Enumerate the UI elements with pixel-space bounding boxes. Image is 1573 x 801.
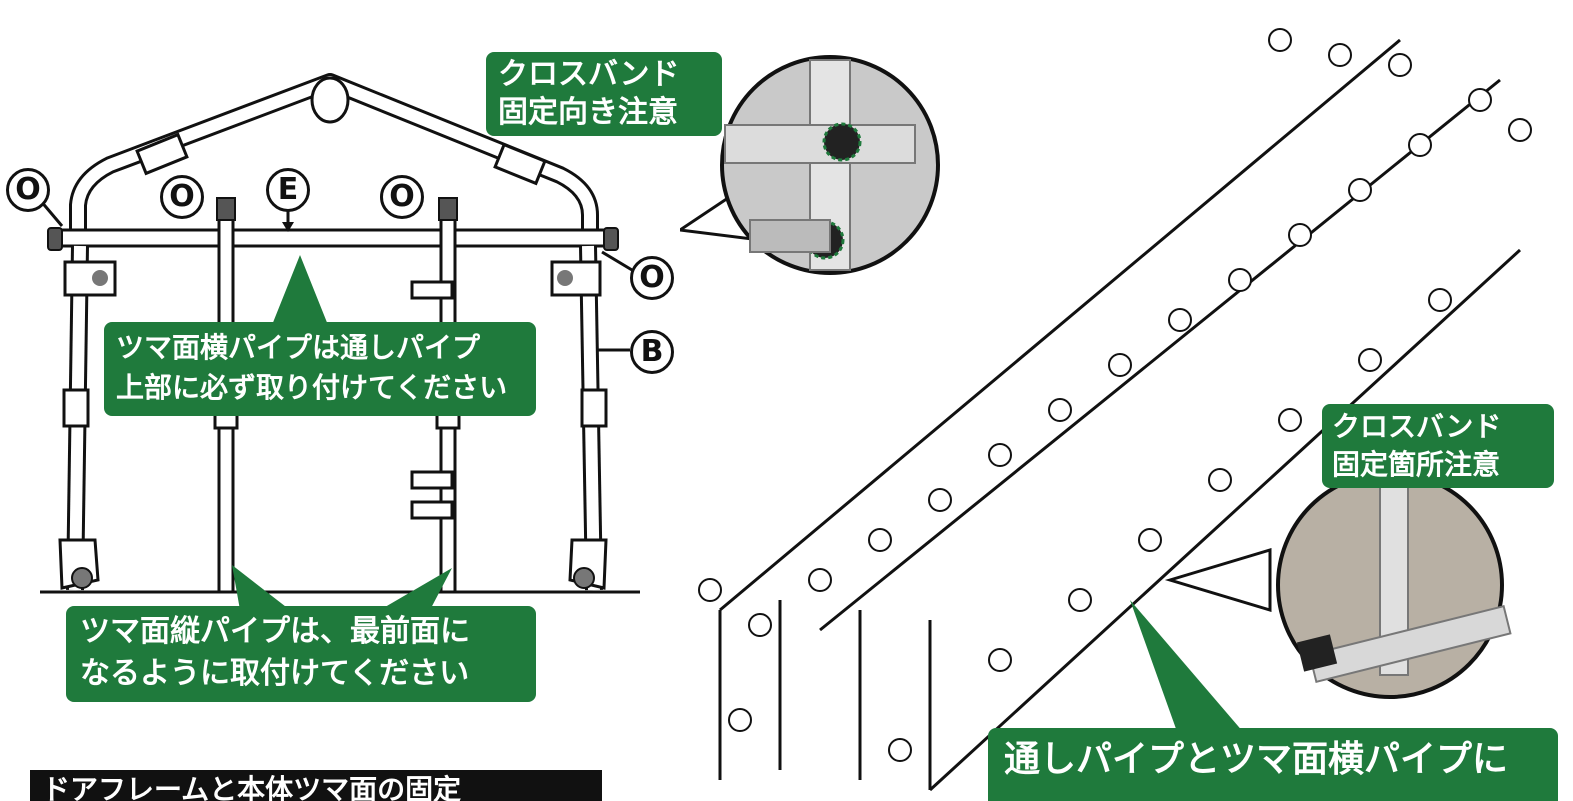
callout-cross-band-location: クロスバンド 固定箇所注意 [1322, 404, 1554, 488]
through-pipe-pointer [1130, 600, 1250, 740]
cross-band-detail-zoom [680, 55, 940, 275]
marker-b: B [630, 330, 674, 374]
callout-gable-horizontal-pipe: ツマ面横パイプは通しパイプ 上部に必ず取り付けてください [104, 322, 536, 416]
marker-e: E [266, 168, 310, 212]
marker-o-inner-left: O [160, 175, 204, 219]
callout-cross-band-direction: クロスバンド 固定向き注意 [486, 52, 722, 136]
callout-through-pipe: 通しパイプとツマ面横パイプに [988, 728, 1558, 801]
marker-o-right: O [630, 256, 674, 300]
marker-o-inner-right: O [380, 175, 424, 219]
callout-gable-vertical-pipe: ツマ面縦パイプは、最前面に なるように取付けてください [66, 606, 536, 702]
front-frame-drawing [38, 73, 640, 610]
marker-o-left: O [6, 168, 50, 212]
tunnel-frame-drawing [698, 28, 1532, 792]
section-title: ドアフレームと本体ツマ面の固定 [30, 770, 602, 801]
